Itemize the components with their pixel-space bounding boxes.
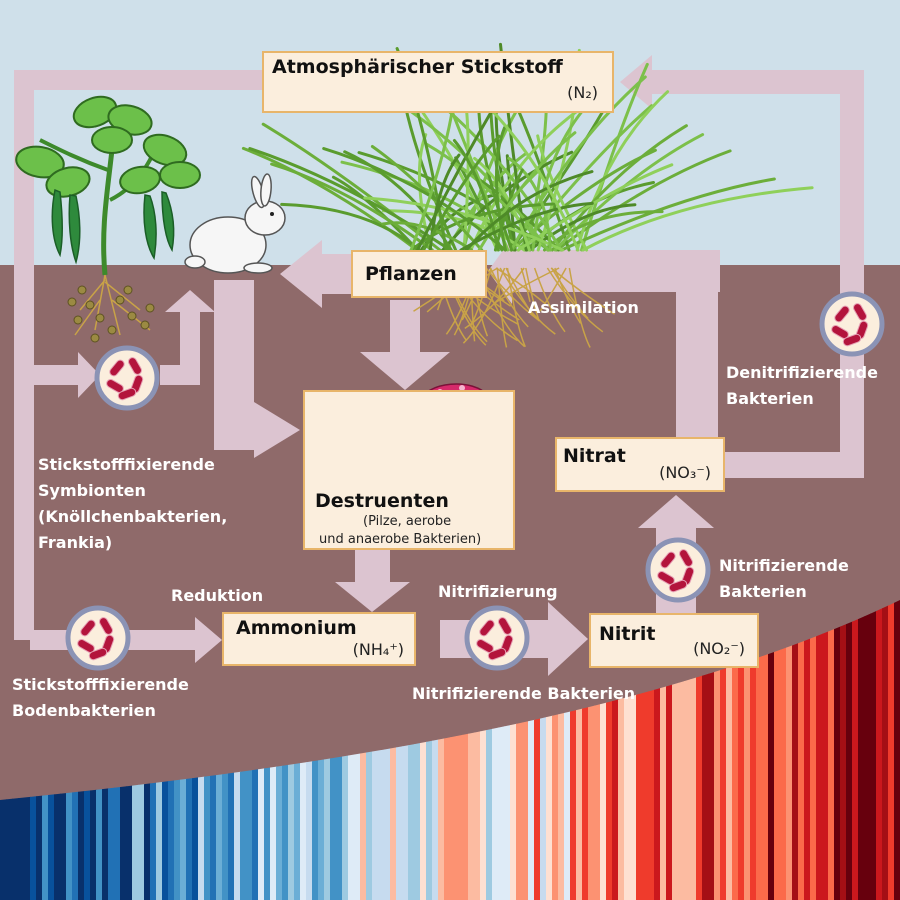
label-line: Nitrifizierende <box>719 556 849 575</box>
rabbit-icon <box>184 173 286 274</box>
node-decomposers: Destruenten (Pilze, aerobe und anaerobe … <box>303 390 515 550</box>
node-ammonium: Ammonium (NH₄⁺) <box>222 612 416 666</box>
bacteria-bubble <box>94 345 160 411</box>
node-formula: (NO₃⁻) <box>659 463 711 482</box>
label-denitrifying-bacteria: Denitrifizierende Bakterien <box>726 360 878 412</box>
node-plants: Pflanzen <box>351 250 487 298</box>
label-line: Frankia) <box>38 533 113 552</box>
node-title: Ammonium <box>236 617 357 639</box>
node-formula: (N₂) <box>567 83 598 102</box>
bacteria-bubble <box>819 291 885 357</box>
label-line: Stickstofffixierende <box>12 675 189 694</box>
node-subtitle: (Pilze, aerobe <box>363 514 452 529</box>
label-symbionts: Stickstofffixierende Symbionten (Knöllch… <box>38 452 227 556</box>
label-nitrifying-bacteria-bottom: Nitrifizierende Bakterien <box>412 684 636 703</box>
bacteria-bubble <box>645 537 711 603</box>
bacteria-icon <box>65 291 885 671</box>
grass-plant-icon <box>241 42 814 252</box>
node-title: Atmosphärischer Stickstoff <box>272 56 563 78</box>
node-title: Nitrit <box>599 623 656 645</box>
node-nitrite: Nitrit (NO₂⁻) <box>589 613 759 668</box>
label-nitrifying-bacteria-right: Nitrifizierende Bakterien <box>719 553 849 605</box>
node-formula: (NO₂⁻) <box>693 639 745 658</box>
label-line: Bakterien <box>719 582 807 601</box>
node-formula: (NH₄⁺) <box>352 640 404 659</box>
node-subtitle: und anaerobe Bakterien) <box>319 532 482 547</box>
node-title: Destruenten <box>315 490 449 512</box>
node-title: Nitrat <box>563 445 626 467</box>
label-line: Bodenbakterien <box>12 701 156 720</box>
label-soil-bacteria: Stickstofffixierende Bodenbakterien <box>12 672 189 724</box>
label-line: Symbionten <box>38 481 146 500</box>
label-line: Denitrifizierende <box>726 363 878 382</box>
bean-plant-icon <box>15 95 201 343</box>
label-nitrification: Nitrifizierung <box>438 582 558 601</box>
bacteria-bubble <box>65 605 131 671</box>
label-reduction: Reduktion <box>171 586 264 605</box>
node-title: Pflanzen <box>365 263 457 285</box>
node-atmospheric-nitrogen: Atmosphärischer Stickstoff (N₂) <box>262 51 614 113</box>
node-nitrate: Nitrat (NO₃⁻) <box>555 437 725 492</box>
label-line: Bakterien <box>726 389 814 408</box>
bacteria-bubble <box>464 605 530 671</box>
label-line: Stickstofffixierende <box>38 455 215 474</box>
label-assimilation: Assimilation <box>528 298 639 317</box>
label-line: (Knöllchenbakterien, <box>38 507 228 526</box>
